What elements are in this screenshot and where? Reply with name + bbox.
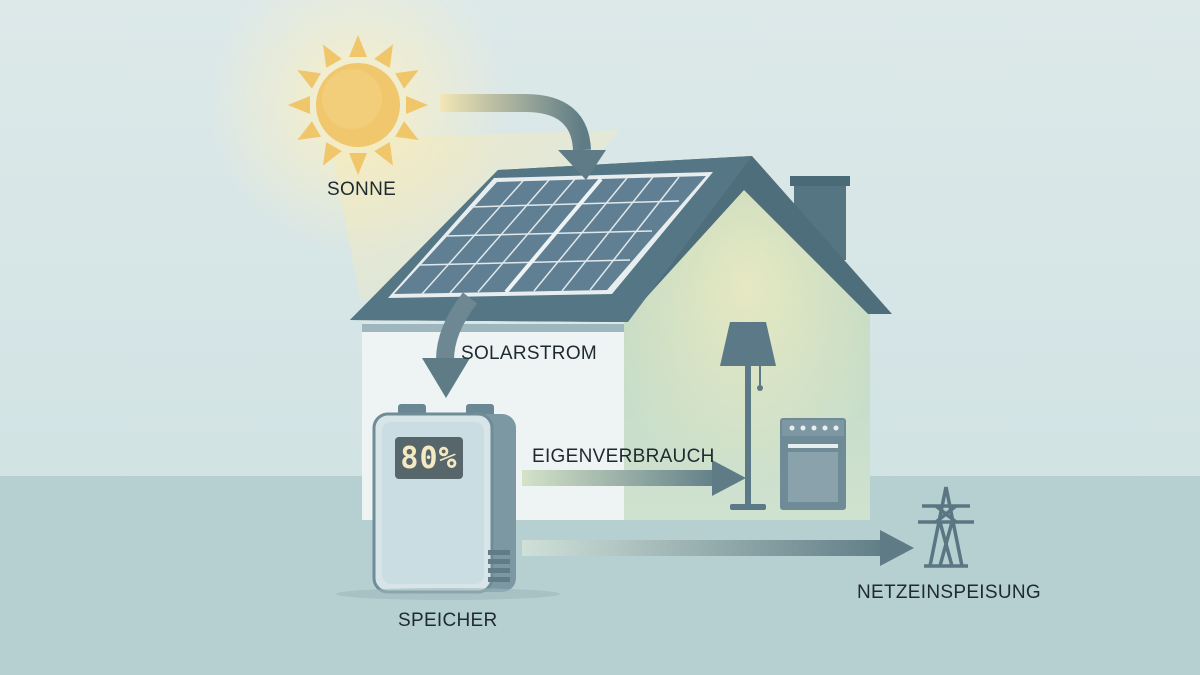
sun-to-panel-arrow: [440, 94, 606, 180]
grid-feed-in-label: NETZEINSPEISUNG: [857, 582, 1041, 603]
sun-icon: [288, 35, 428, 175]
self-consumption-label: EIGENVERBRAUCH: [532, 446, 715, 467]
solar-panel-icon: [388, 172, 713, 298]
storage-label: SPEICHER: [398, 610, 498, 631]
oven-icon: [780, 418, 846, 510]
solar-power-arrow: [422, 292, 478, 398]
sun-label: SONNE: [327, 179, 397, 200]
grid-feed-in-arrow: [522, 530, 914, 566]
solar-power-label: SOLARSTROM: [461, 343, 598, 364]
power-pylon-icon: [918, 486, 974, 568]
self-consumption-arrow: [522, 460, 746, 496]
floor-lamp-icon: [720, 322, 776, 510]
battery-charge-display: 80%: [395, 437, 463, 479]
